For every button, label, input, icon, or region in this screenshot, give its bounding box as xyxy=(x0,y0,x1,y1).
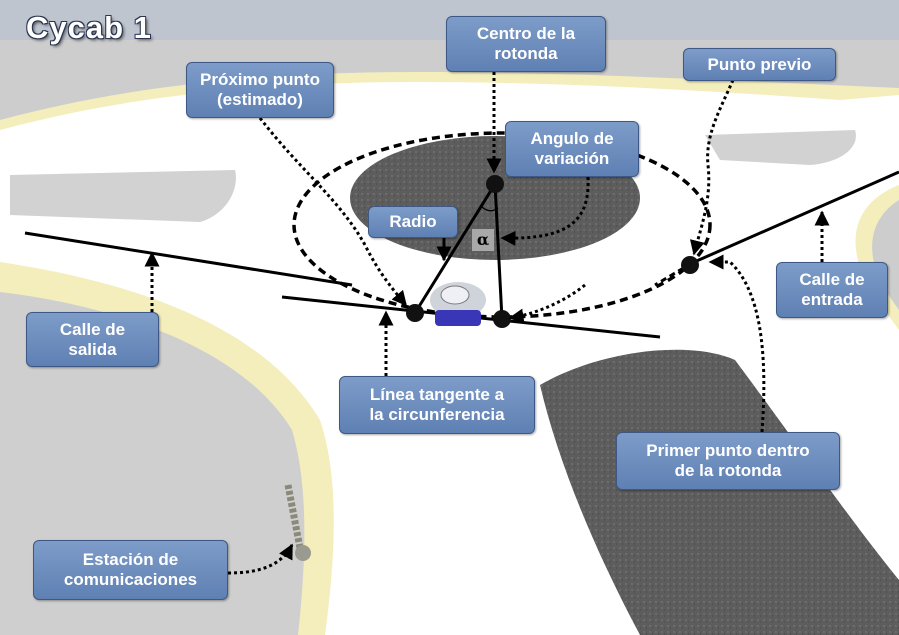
current-point xyxy=(493,310,511,328)
entry-street-dashed xyxy=(654,261,693,287)
label-previo-text: Punto previo xyxy=(707,54,812,74)
label-alpha: α xyxy=(472,229,494,251)
scene-title: Cycab 1 xyxy=(26,10,152,45)
center-point xyxy=(486,175,504,193)
pointer-estacion xyxy=(227,543,294,575)
previous-point xyxy=(681,256,699,274)
label-primer-line1: Primer punto dentro xyxy=(646,441,810,460)
right-median xyxy=(705,130,856,165)
pointer-proximo xyxy=(258,117,408,307)
next-point xyxy=(406,304,424,322)
entry-street-line xyxy=(691,170,899,265)
label-tangente-line1: Línea tangente a xyxy=(369,385,505,404)
label-salida-line1: Calle de xyxy=(59,319,126,339)
label-entrada-line1: Calle de xyxy=(799,270,865,289)
label-punto-previo: Punto previo xyxy=(683,48,836,81)
angle-arc xyxy=(481,206,499,212)
roundabout-dashed-path xyxy=(292,131,712,319)
label-radio-text: Radio xyxy=(389,212,437,231)
pointer-previo xyxy=(690,79,735,256)
left-median xyxy=(10,170,236,222)
label-salida-line2: salida xyxy=(68,339,117,359)
right-grass xyxy=(872,200,899,310)
label-proximo-line1: Próximo punto xyxy=(200,70,320,89)
label-entrada-line2: entrada xyxy=(801,290,863,309)
label-estacion-line1: Estación de xyxy=(82,550,179,569)
center-to-point-line xyxy=(493,183,504,320)
cycab-vehicle xyxy=(430,282,486,326)
label-proximo-line2: (estimado) xyxy=(217,90,303,109)
pointer-primer xyxy=(708,254,766,433)
antenna-station xyxy=(284,484,311,561)
label-tangente-line2: la circunferencia xyxy=(369,405,505,424)
label-radio: Radio xyxy=(368,206,458,238)
label-angulo-line1: Angulo de xyxy=(530,129,614,148)
label-centro-line1: Centro de la xyxy=(476,24,576,43)
exit-street-line xyxy=(24,231,353,287)
label-primer-line2: de la rotonda xyxy=(674,461,782,480)
bottom-median xyxy=(540,349,899,635)
pointer-angulo xyxy=(500,176,590,246)
label-proximo-punto: Próximo punto(estimado) xyxy=(186,62,334,118)
label-angulo-line2: variación xyxy=(534,149,610,168)
label-estacion-line2: comunicaciones xyxy=(63,570,198,589)
label-centro-line2: rotonda xyxy=(494,44,558,63)
radius-line xyxy=(413,183,497,314)
